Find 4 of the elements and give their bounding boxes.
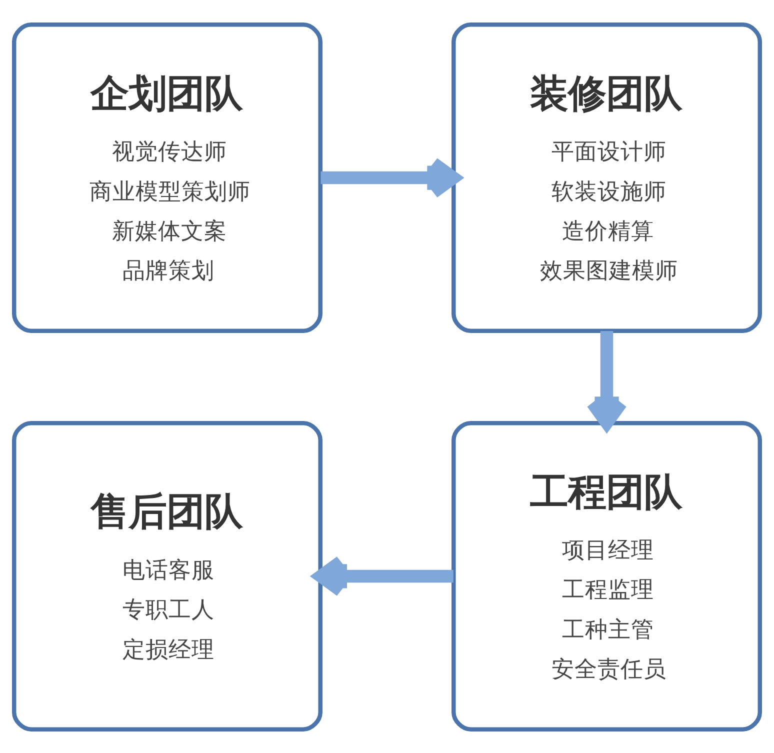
node-box: 工程团队 项目经理 工程监理 工种主管 安全责任员 [452,420,762,731]
node-box: 企划团队 视觉传达师 商业模型策划师 新媒体文案 品牌策划 [12,22,322,333]
node-box: 售后团队 电话客服 专职工人 定损经理 [12,420,322,731]
node-box: 装修团队 平面设计师 软装设施师 造价精算 效果图建模师 [452,22,762,333]
